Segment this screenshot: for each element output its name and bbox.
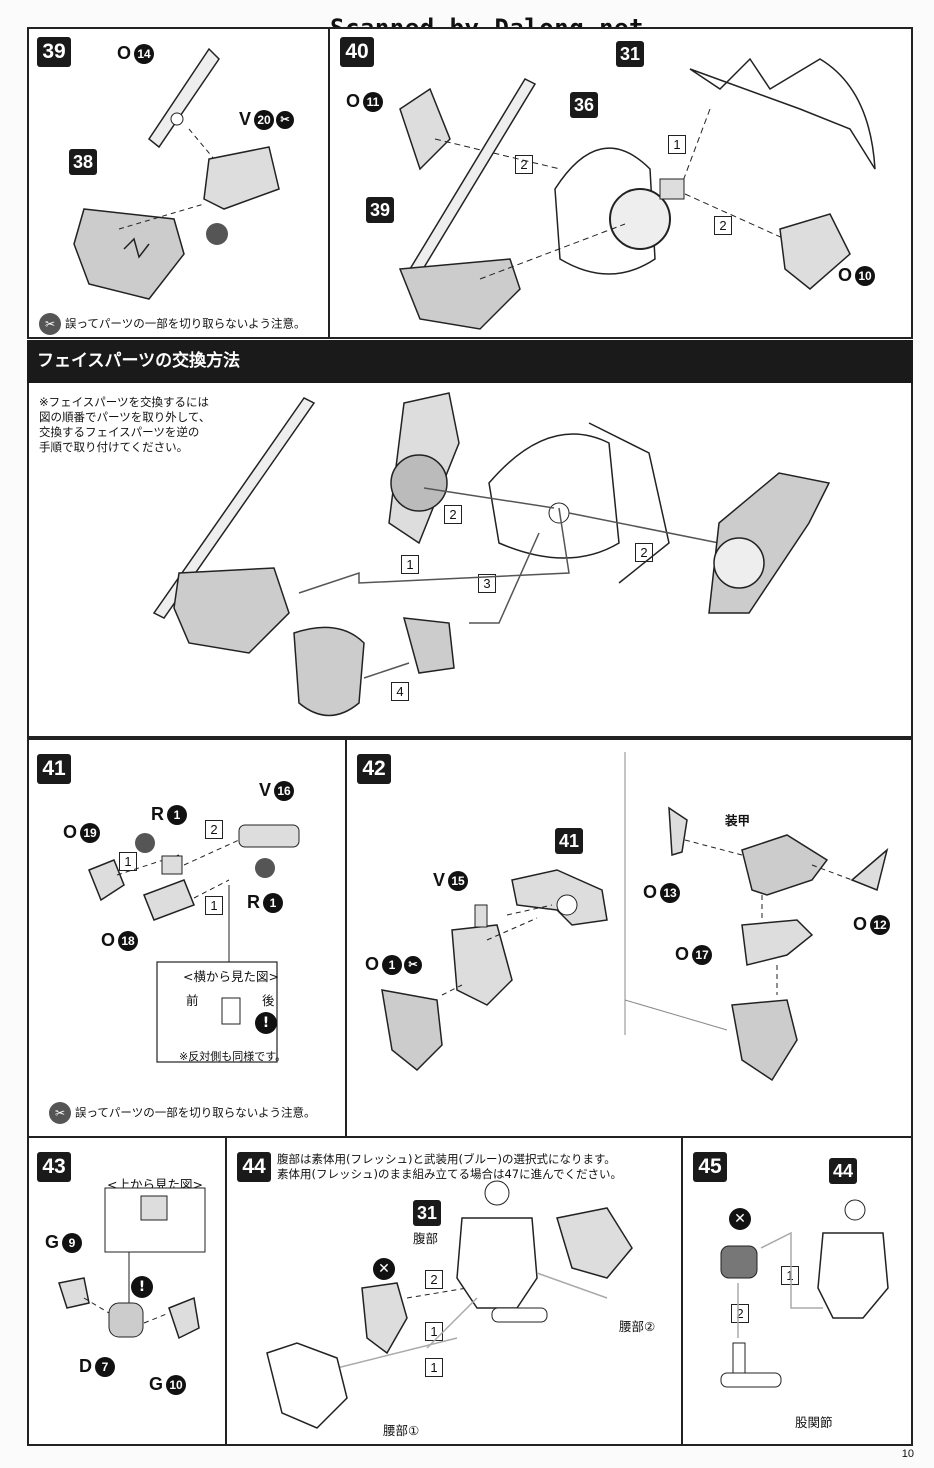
order-box-1: 1 (119, 852, 137, 871)
order-box-2: 2 (425, 1270, 443, 1289)
waist1-label: 腰部① (383, 1423, 420, 1438)
step-40-drawing (398, 57, 876, 330)
ref-step-31: 31 (616, 41, 644, 67)
caution-note: ✂誤ってパーツの一部を切り取らないよう注意。 (39, 313, 305, 335)
step-number: 44 (237, 1152, 271, 1182)
side-view-title: <横から見た図> (183, 969, 279, 984)
armor-label: 装甲 (725, 813, 751, 828)
front-label: 前 (186, 993, 199, 1008)
order-box-1b: 1 (425, 1358, 443, 1377)
ref-step-44: 44 (829, 1158, 857, 1184)
ref-step-38: 38 (69, 149, 97, 175)
nipper-icon: ✂ (404, 956, 423, 975)
face-note: ※フェイスパーツを交換するには 図の順番でパーツを取り外して、 交換するフェイス… (39, 395, 211, 454)
step-45-drawing (720, 1199, 889, 1388)
order-box-2: 2 (515, 155, 533, 174)
opposite-side-note: ※反対側も同様です。 (179, 1050, 287, 1063)
step-43-drawing (58, 1187, 206, 1340)
step-44-panel: 44 腹部は素体用(フレッシュ)と武装用(ブルー)の選択式になります。 素体用(… (225, 1136, 683, 1446)
ref-step-39: 39 (366, 197, 394, 223)
caution-note: ✂誤ってパーツの一部を切り取らないよう注意。 (49, 1102, 315, 1124)
order-box-2: 2 (444, 505, 462, 524)
not-used-mark: ✕ (373, 1258, 395, 1280)
step-39-drawing (73, 47, 280, 300)
step-44-text: 腹部は素体用(フレッシュ)と武装用(ブルー)の選択式になります。 素体用(フレッ… (277, 1152, 623, 1181)
abdomen-label: 腹部 (413, 1231, 439, 1246)
hip-joint-label: 股関節 (795, 1415, 833, 1430)
order-box-2b: 2 (635, 543, 653, 562)
step-41-drawing (88, 824, 300, 1063)
face-parts-header: フェイスパーツの交換方法 (27, 340, 913, 383)
caution-icon: ✂ (49, 1102, 71, 1124)
ref-step-41: 41 (555, 828, 583, 854)
ref-step-36: 36 (570, 92, 598, 118)
order-box-1: 1 (401, 555, 419, 574)
back-label: 後 (262, 993, 275, 1008)
step-number: 41 (37, 754, 71, 784)
order-box-4: 4 (391, 682, 409, 701)
order-box-2b: 2 (714, 216, 732, 235)
page-number: 10 (901, 1448, 914, 1460)
step-number: 43 (37, 1152, 71, 1182)
order-box-1: 1 (668, 135, 686, 154)
warning-icon: ! (131, 1276, 153, 1298)
ref-step-31: 31 (413, 1200, 441, 1226)
caution-icon: ✂ (39, 313, 61, 335)
step-number: 39 (37, 37, 71, 67)
order-box-1: 1 (781, 1266, 799, 1285)
step-number: 42 (357, 754, 391, 784)
nipper-icon: ✂ (276, 111, 295, 130)
order-box-3: 3 (478, 574, 496, 593)
waist2-label: 腰部② (619, 1319, 656, 1334)
face-exchange-panel: ※フェイスパーツを交換するには 図の順番でパーツを取り外して、 交換するフェイス… (27, 383, 913, 738)
warning-icon: ! (255, 1012, 277, 1034)
order-box-2: 2 (205, 820, 223, 839)
face-exchange-drawing (152, 392, 831, 717)
order-box-1b: 1 (205, 896, 223, 915)
step-42-drawing (381, 752, 889, 1082)
order-box-2: 2 (731, 1304, 749, 1323)
step-number: 45 (693, 1152, 727, 1182)
step-number: 40 (340, 37, 374, 67)
step-43-panel: 43 <上から見た図> G9 D7 G10 ! ! (27, 1136, 227, 1446)
step-45-panel: 45 44 ✕ 1 2 股関節 (681, 1136, 913, 1446)
step-44-drawing (266, 1180, 633, 1429)
not-used-mark: ✕ (729, 1208, 751, 1230)
